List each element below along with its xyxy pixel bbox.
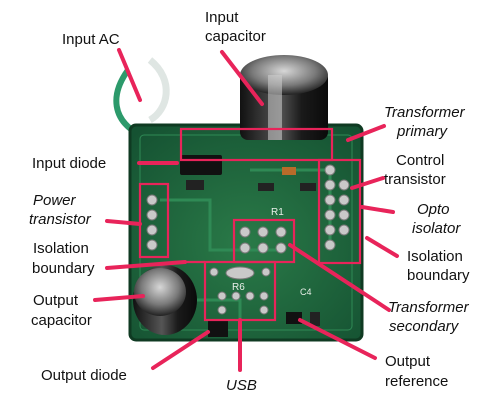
label-control-transistor-line1: Control [396,152,444,169]
label-transformer-primary-line1: Transformer [384,104,466,121]
label-power-transistor-line2: transistor [29,211,92,228]
label-transformer-secondary-line2: secondary [389,318,460,335]
arrow-isolation-boundary-right [365,236,399,258]
arrow-opto-isolator [360,205,395,214]
svg-text:C4: C4 [300,287,312,297]
arrow-output-capacitor [93,294,145,302]
label-opto-isolator-line1: Opto [417,201,450,218]
label-output-reference-line2: reference [385,373,448,390]
label-input-capacitor-line1: Input [205,9,239,26]
annotation-labels: Input AC Input capacitor Transformer pri… [29,9,470,394]
label-output-capacitor-line1: Output [33,292,79,309]
arrow-isolation-boundary-left [105,260,187,270]
svg-text:R6: R6 [232,282,245,293]
label-output-reference-line1: Output [385,353,431,370]
solder-pads-left [146,194,158,251]
arrow-transformer-primary [346,124,386,142]
box-control-opto [317,158,362,265]
solder-pads-right [324,164,350,251]
label-power-transistor-line1: Power [33,192,77,209]
arrow-power-transistor [105,219,142,226]
label-transformer-secondary-line1: Transformer [388,299,470,316]
arrow-input-ac [117,48,142,102]
box-power-transistor [138,182,170,259]
annotation-boxes [138,127,362,322]
input-capacitor-component [240,55,328,140]
label-isolation-boundary-left-line2: boundary [32,260,95,277]
arrow-control-transistor [350,176,385,190]
label-isolation-boundary-left-line1: Isolation [33,240,89,257]
svg-text:R1: R1 [271,207,284,218]
label-input-ac: Input AC [62,31,120,48]
label-input-capacitor-line2: capacitor [205,28,266,45]
label-output-capacitor-line2: capacitor [31,312,92,329]
label-control-transistor-line2: transistor [384,171,446,188]
arrow-input-capacitor [220,50,264,106]
label-opto-isolator-line2: isolator [412,220,461,237]
output-capacitor-component [133,265,197,335]
label-input-diode: Input diode [32,155,106,172]
arrow-transformer-secondary [288,243,391,312]
annotation-arrows [93,48,399,372]
solder-pads-middle [239,226,287,254]
label-transformer-primary-line2: primary [396,123,449,140]
box-transformer-primary [179,127,334,162]
label-output-diode: Output diode [41,367,127,384]
solder-pads-usb [209,266,271,315]
label-isolation-boundary-right-line2: boundary [407,267,470,284]
arrow-output-reference [298,318,377,360]
label-usb: USB [226,377,257,394]
arrow-output-diode [151,330,210,370]
label-isolation-boundary-right-line1: Isolation [407,248,463,265]
